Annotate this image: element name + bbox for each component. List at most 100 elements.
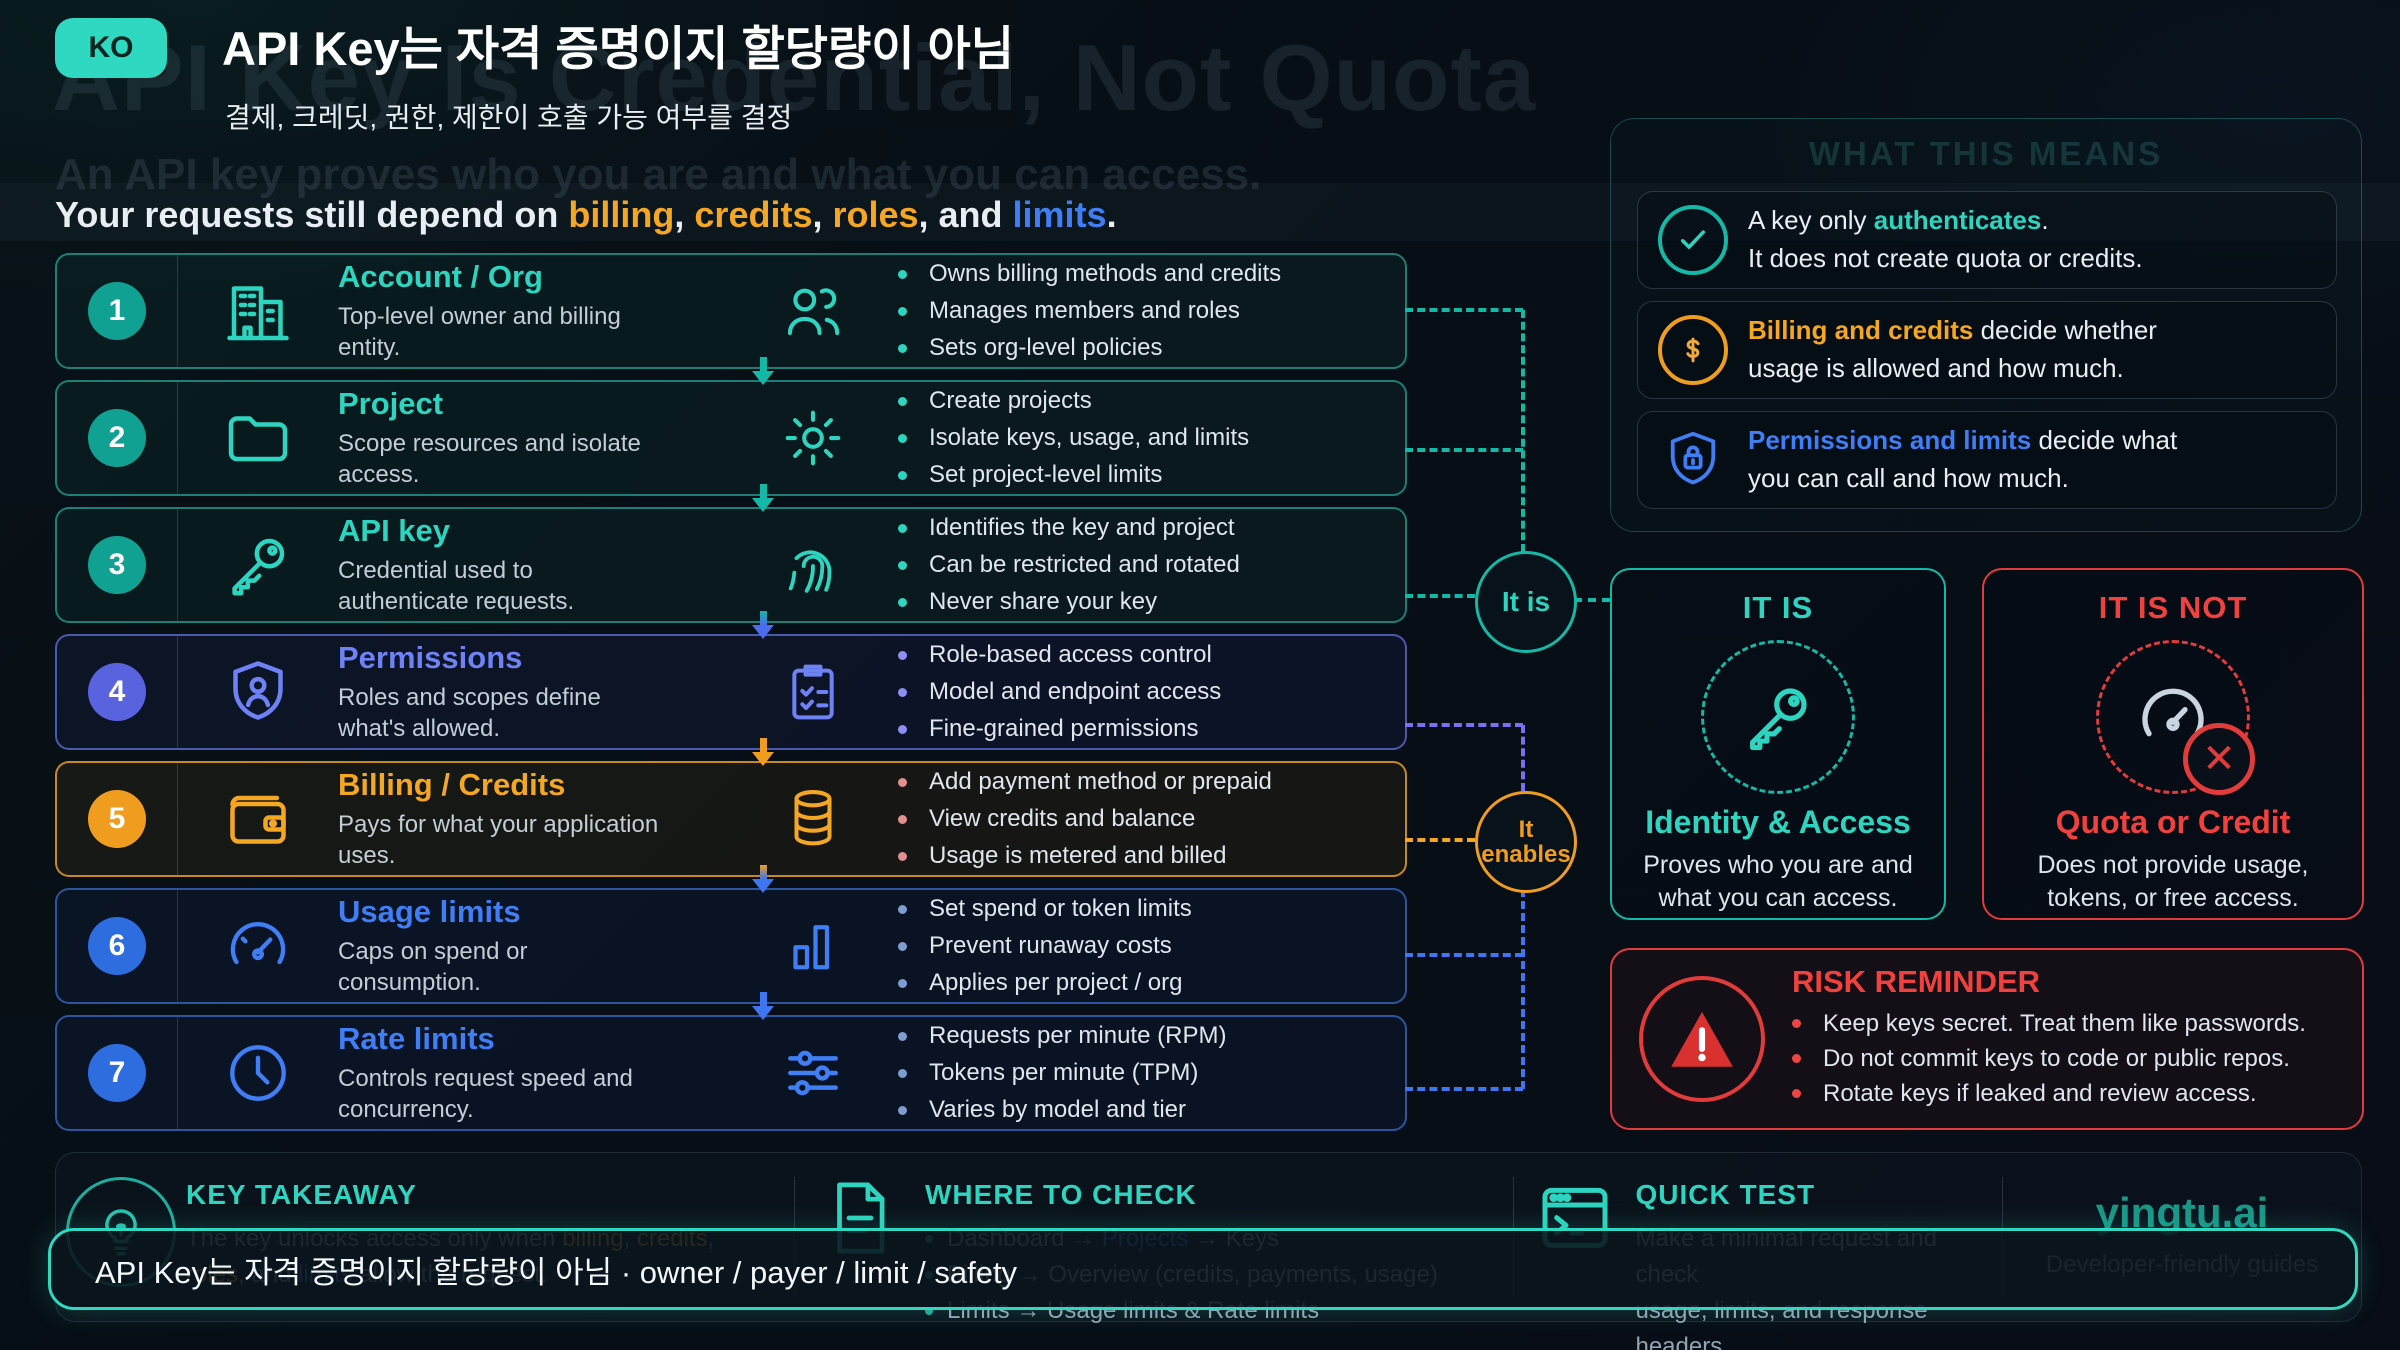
row-bullet: View credits and balance	[898, 805, 1405, 833]
row-bullet: Set project-level limits	[898, 461, 1405, 489]
connector-row6	[1405, 953, 1523, 957]
panel-heading: WHAT THIS MEANS	[1808, 135, 2164, 172]
connector-teal-spine	[1521, 310, 1525, 552]
row-bullet: Requests per minute (RPM)	[898, 1022, 1405, 1050]
it-is-not-panel: IT IS NOT ✕ Quota or Credit Does not pro…	[1982, 568, 2364, 920]
connector-row3	[1405, 594, 1475, 598]
arrow-down-icon	[748, 484, 778, 512]
step-number: 5	[88, 790, 146, 848]
tagline-band	[0, 183, 2400, 241]
ghost-english-title: API Key Is Credential, Not Quota	[52, 25, 1537, 130]
tagline-billing: billing	[568, 194, 675, 235]
row-bullet: Model and endpoint access	[898, 678, 1405, 706]
connector-row4	[1405, 723, 1523, 727]
panel-heading: RISK REMINDER	[1792, 963, 2041, 999]
row-title: Rate limits	[338, 1020, 495, 1056]
footer-heading: QUICK TEST	[1635, 1179, 1816, 1210]
risk-bullet: Do not commit keys to code or public rep…	[1792, 1045, 2306, 1073]
check-circle-icon	[1638, 205, 1748, 275]
gear-icon	[728, 405, 898, 471]
row-bullet: Applies per project / org	[898, 969, 1405, 997]
row-project: 2 Project Scope resources and isolate ac…	[55, 380, 1407, 496]
panel-title: Identity & Access	[1645, 804, 1911, 840]
step-number: 4	[88, 663, 146, 721]
tagline-roles: roles	[832, 194, 919, 235]
checklist-icon	[728, 660, 898, 724]
it-is-node: It is	[1475, 551, 1577, 653]
shield-user-icon	[178, 656, 338, 728]
key-icon	[1701, 640, 1855, 794]
row-desc: Scope resources and isolate access.	[338, 429, 641, 488]
shield-lock-icon	[1638, 429, 1748, 491]
connector-itis-panel	[1574, 598, 1610, 602]
risk-bullet: Rotate keys if leaked and review access.	[1792, 1080, 2306, 1108]
layer-stack: 1 Account / Org Top-level owner and bill…	[55, 253, 1407, 1143]
row-bullet: Identifies the key and project	[898, 514, 1405, 542]
footer-heading: KEY TAKEAWAY	[186, 1179, 417, 1210]
page-title: API Key는 자격 증명이지 할당량이 아님	[222, 22, 1014, 75]
it-is-panel: IT IS Identity & Access Proves who you a…	[1610, 568, 1946, 920]
wtm-card-authenticates: A key only authenticates.It does not cre…	[1637, 191, 2337, 289]
arrow-down-icon	[748, 865, 778, 893]
row-billing-credits: 5 Billing / Credits Pays for what your a…	[55, 761, 1407, 877]
gauge-x-icon: ✕	[2096, 640, 2255, 795]
row-api-key: 3 API key Credential used to authenticat…	[55, 507, 1407, 623]
row-desc: Credential used to authenticate requests…	[338, 556, 575, 615]
row-bullet: Create projects	[898, 387, 1405, 415]
footer-heading: WHERE TO CHECK	[925, 1179, 1197, 1210]
language-badge: KO	[55, 18, 167, 78]
row-desc: Controls request speed and concurrency.	[338, 1064, 633, 1123]
what-this-means-panel: WHAT THIS MEANS A key only authenticates…	[1610, 118, 2362, 532]
connector-row7	[1405, 1087, 1523, 1091]
row-bullet: Never share your key	[898, 588, 1405, 616]
building-icon	[178, 275, 338, 347]
panel-desc: Does not provide usage, tokens, or free …	[2037, 851, 2309, 912]
risk-reminder-panel: RISK REMINDER Keep keys secret. Treat th…	[1610, 948, 2364, 1130]
row-desc: Caps on spend or consumption.	[338, 937, 528, 996]
connector-row2	[1405, 448, 1523, 452]
row-bullet: Varies by model and tier	[898, 1096, 1405, 1124]
row-bullet: Owns billing methods and credits	[898, 260, 1405, 288]
row-title: Permissions	[338, 639, 523, 675]
row-bullet: Fine-grained permissions	[898, 715, 1405, 743]
arrow-down-icon	[748, 357, 778, 385]
folder-icon	[178, 402, 338, 474]
row-bullet: Tokens per minute (TPM)	[898, 1059, 1405, 1087]
row-title: Usage limits	[338, 893, 521, 929]
fingerprint-icon	[728, 532, 898, 598]
gauge-icon	[178, 911, 338, 981]
row-desc: Roles and scopes define what's allowed.	[338, 683, 601, 742]
step-number: 3	[88, 536, 146, 594]
connector-row1	[1405, 308, 1523, 312]
row-bullet: Isolate keys, usage, and limits	[898, 424, 1405, 452]
row-desc: Pays for what your application uses.	[338, 810, 659, 869]
ghost-english-subtitle: An API key proves who you are and what y…	[55, 150, 1262, 199]
connector-blue-spine	[1521, 889, 1525, 1089]
arrow-down-icon	[748, 738, 778, 766]
panel-title: Quota or Credit	[2055, 804, 2291, 840]
step-number: 2	[88, 409, 146, 467]
row-permissions: 4 Permissions Roles and scopes define wh…	[55, 634, 1407, 750]
connector-purple-drop	[1521, 725, 1525, 791]
caption-text: API Key는 자격 증명이지 할당량이 아님 · owner / payer…	[95, 1254, 1018, 1290]
dollar-circle-icon	[1638, 315, 1748, 385]
step-number: 7	[88, 1044, 146, 1102]
row-title: API key	[338, 512, 451, 548]
key-icon	[178, 529, 338, 601]
sliders-icon	[728, 1041, 898, 1105]
row-bullet: Add payment method or prepaid	[898, 768, 1405, 796]
row-bullet: Prevent runaway costs	[898, 932, 1405, 960]
connector-row5	[1405, 838, 1475, 842]
tagline: Your requests still depend on billing, c…	[55, 194, 1117, 235]
coins-icon	[728, 786, 898, 852]
row-title: Account / Org	[338, 258, 543, 294]
page-subtitle: 결제, 크레딧, 권한, 제한이 호출 가능 여부를 결정	[225, 102, 793, 133]
wallet-icon	[178, 783, 338, 855]
row-bullet: Set spend or token limits	[898, 895, 1405, 923]
row-bullet: Usage is metered and billed	[898, 842, 1405, 870]
arrow-down-icon	[748, 611, 778, 639]
row-bullet: Sets org-level policies	[898, 334, 1405, 362]
